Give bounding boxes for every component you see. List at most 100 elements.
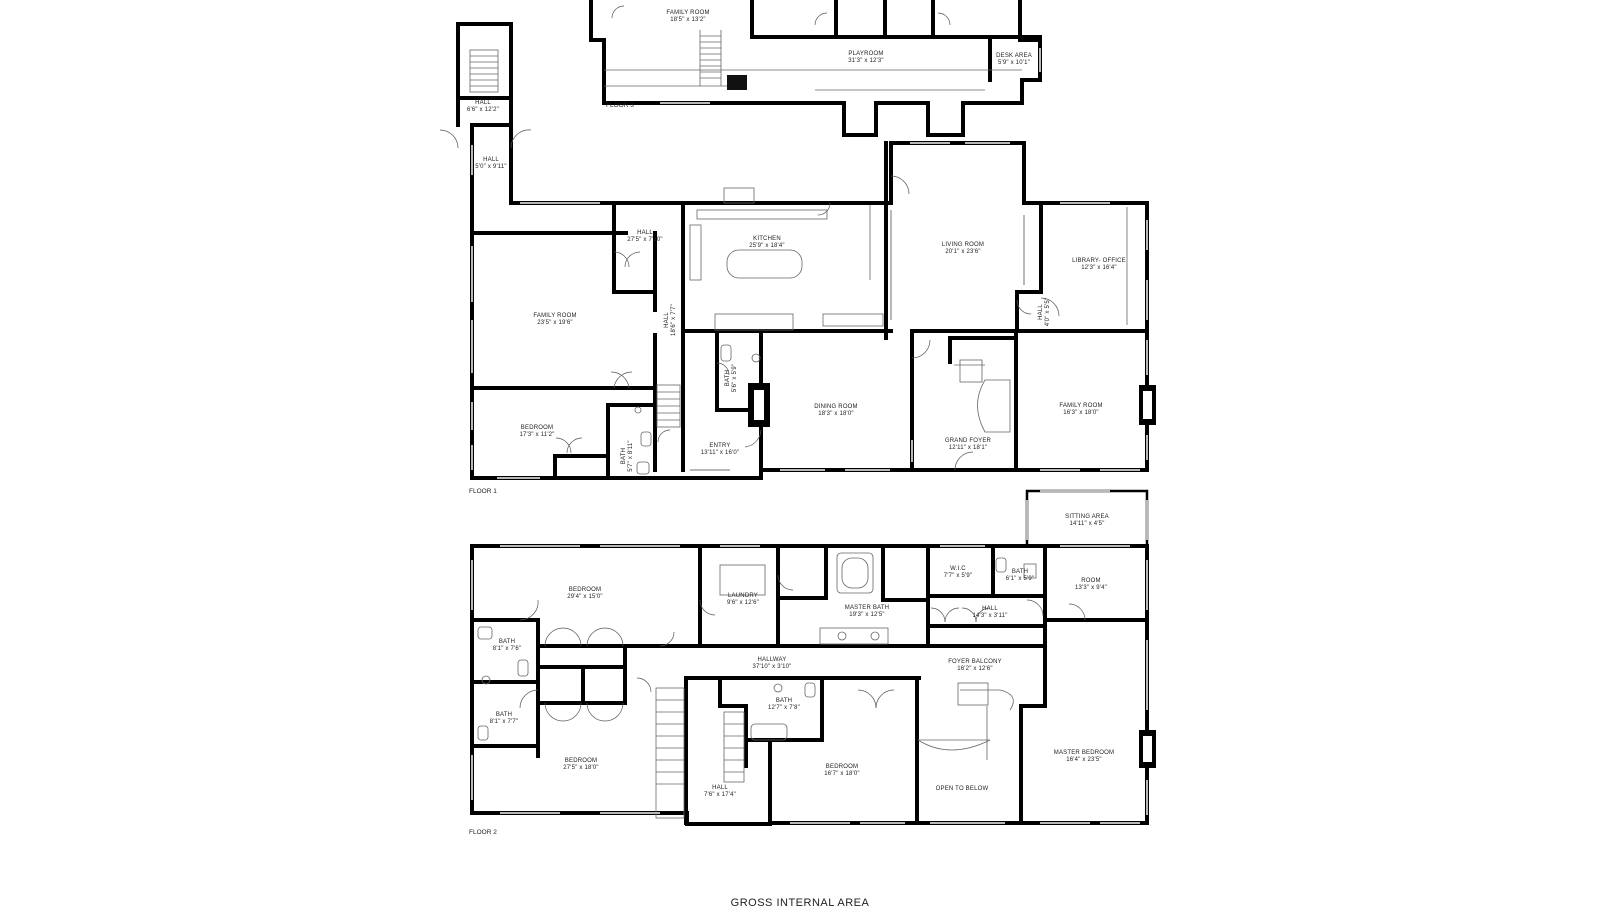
svg-text:23'5" x 19'6": 23'5" x 19'6" bbox=[537, 320, 573, 326]
svg-text:HALLWAY: HALLWAY bbox=[758, 657, 787, 663]
svg-text:FAMILY ROOM: FAMILY ROOM bbox=[533, 313, 576, 319]
svg-text:6'1" x 5'9": 6'1" x 5'9" bbox=[1006, 576, 1034, 582]
floor-label: FLOOR 1 bbox=[469, 488, 497, 495]
svg-text:KITCHEN: KITCHEN bbox=[753, 236, 781, 242]
svg-text:W.I.C: W.I.C bbox=[950, 566, 966, 572]
room-label: W.I.C7'7" x 5'9" bbox=[944, 566, 972, 579]
svg-text:MASTER BATH: MASTER BATH bbox=[845, 605, 889, 611]
svg-text:5'7" x 8'11": 5'7" x 8'11" bbox=[628, 440, 634, 472]
svg-text:HALL: HALL bbox=[982, 606, 998, 612]
svg-text:HALL: HALL bbox=[664, 312, 670, 328]
svg-text:27'5" x 18'0": 27'5" x 18'0" bbox=[563, 765, 599, 771]
floor-2-plan bbox=[470, 489, 1156, 826]
svg-text:BEDROOM: BEDROOM bbox=[569, 587, 601, 593]
svg-text:12'3" x 16'4": 12'3" x 16'4" bbox=[1081, 265, 1117, 271]
svg-text:BATH: BATH bbox=[621, 448, 627, 464]
svg-text:9'6" x 12'6": 9'6" x 12'6" bbox=[727, 600, 759, 606]
svg-text:16'2" x 12'6": 16'2" x 12'6" bbox=[957, 666, 993, 672]
svg-text:13'3" x 9'4": 13'3" x 9'4" bbox=[1075, 585, 1107, 591]
svg-text:HALL: HALL bbox=[712, 785, 728, 791]
svg-text:BATH: BATH bbox=[776, 698, 792, 704]
room-label: OPEN TO BELOW bbox=[936, 786, 989, 792]
svg-text:BEDROOM: BEDROOM bbox=[826, 764, 858, 770]
svg-text:37'10" x 3'10": 37'10" x 3'10" bbox=[752, 664, 791, 670]
floor-label: FLOOR 2 bbox=[469, 829, 497, 836]
svg-text:27'5" x 7'10": 27'5" x 7'10" bbox=[627, 237, 663, 243]
svg-text:4'0" x 5'5": 4'0" x 5'5" bbox=[1045, 298, 1051, 326]
svg-text:18'3" x 18'0": 18'3" x 18'0" bbox=[818, 411, 854, 417]
svg-text:16'7" x 18'0": 16'7" x 18'0" bbox=[824, 771, 860, 777]
svg-text:8'1" x 7'7": 8'1" x 7'7" bbox=[490, 719, 518, 725]
svg-text:ENTRY: ENTRY bbox=[709, 443, 730, 449]
gross-internal-area-title: GROSS INTERNAL AREA bbox=[730, 897, 870, 909]
svg-text:DESK AREA: DESK AREA bbox=[996, 53, 1032, 59]
svg-text:ROOM: ROOM bbox=[1081, 578, 1100, 584]
svg-text:31'3" x 12'3": 31'3" x 12'3" bbox=[848, 58, 884, 64]
svg-text:8'1" x 7'6": 8'1" x 7'6" bbox=[493, 646, 521, 652]
svg-text:BATH: BATH bbox=[499, 639, 515, 645]
svg-text:20'1" x 23'6": 20'1" x 23'6" bbox=[945, 249, 981, 255]
svg-text:DINING ROOM: DINING ROOM bbox=[814, 404, 858, 410]
svg-text:17'3" x 11'2": 17'3" x 11'2" bbox=[519, 432, 554, 438]
svg-text:MASTER BEDROOM: MASTER BEDROOM bbox=[1054, 750, 1114, 756]
svg-text:13'11" x 16'0": 13'11" x 16'0" bbox=[701, 450, 740, 456]
svg-text:16'3" x 18'0": 16'3" x 18'0" bbox=[1063, 410, 1099, 416]
svg-text:PLAYROOM: PLAYROOM bbox=[848, 51, 883, 57]
svg-text:6'6" x 12'2": 6'6" x 12'2" bbox=[467, 107, 499, 113]
svg-text:HALL: HALL bbox=[1038, 304, 1044, 320]
floor-3-plan bbox=[589, 0, 1042, 137]
svg-text:FOYER BALCONY: FOYER BALCONY bbox=[948, 659, 1002, 665]
svg-text:BEDROOM: BEDROOM bbox=[521, 425, 553, 431]
svg-text:7'6" x 17'4": 7'6" x 17'4" bbox=[704, 792, 736, 798]
floor-label: FLOOR 3 bbox=[606, 102, 634, 109]
svg-text:18'6" x 7'7": 18'6" x 7'7" bbox=[671, 304, 677, 336]
svg-text:HALL: HALL bbox=[475, 100, 491, 106]
svg-text:7'7" x 5'9": 7'7" x 5'9" bbox=[944, 573, 972, 579]
svg-text:18'5" x 13'2": 18'5" x 13'2" bbox=[670, 17, 706, 23]
svg-text:5'6" x 5'9": 5'6" x 5'9" bbox=[732, 364, 738, 392]
svg-text:16'4" x 23'5": 16'4" x 23'5" bbox=[1066, 757, 1102, 763]
svg-text:LIBRARY- OFFICE: LIBRARY- OFFICE bbox=[1072, 258, 1126, 264]
svg-text:LAUNDRY: LAUNDRY bbox=[728, 593, 758, 599]
svg-text:SITTING AREA: SITTING AREA bbox=[1065, 514, 1109, 520]
svg-text:5'9" x 10'1": 5'9" x 10'1" bbox=[998, 60, 1030, 66]
svg-text:HALL: HALL bbox=[637, 230, 653, 236]
svg-text:5'0" x 9'11": 5'0" x 9'11" bbox=[475, 164, 507, 170]
svg-text:19'3" x 12'5": 19'3" x 12'5" bbox=[849, 612, 885, 618]
svg-text:25'9" x 18'4": 25'9" x 18'4" bbox=[749, 243, 785, 249]
svg-text:14'3" x 3'11": 14'3" x 3'11" bbox=[972, 613, 1007, 619]
svg-text:FAMILY ROOM: FAMILY ROOM bbox=[666, 10, 709, 16]
svg-text:OPEN TO BELOW: OPEN TO BELOW bbox=[936, 786, 989, 792]
svg-text:BATH: BATH bbox=[1012, 569, 1028, 575]
svg-text:BATH: BATH bbox=[496, 712, 512, 718]
svg-text:12'11" x 18'1": 12'11" x 18'1" bbox=[949, 445, 988, 451]
svg-text:HALL: HALL bbox=[483, 157, 499, 163]
